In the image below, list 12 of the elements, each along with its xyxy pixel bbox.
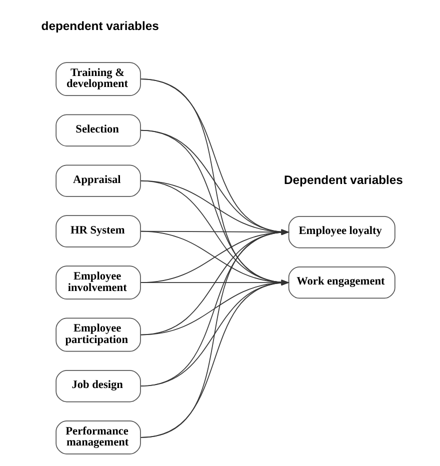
label: dependent variables <box>40 19 158 34</box>
label: Dependent variables <box>284 173 402 188</box>
node-box: Appraisal <box>55 164 140 197</box>
node-box: Performance management <box>55 420 140 454</box>
node-box: Employee involvement <box>55 266 140 300</box>
node-box: Employee participation <box>55 318 140 352</box>
node-box: Employee loyalty <box>288 216 395 248</box>
node-box: Training & development <box>55 62 140 96</box>
node-box: Selection <box>55 114 140 146</box>
node-box: HR System <box>55 215 140 248</box>
node-box: Work engagement <box>288 266 395 299</box>
node-box: Job design <box>55 370 140 402</box>
